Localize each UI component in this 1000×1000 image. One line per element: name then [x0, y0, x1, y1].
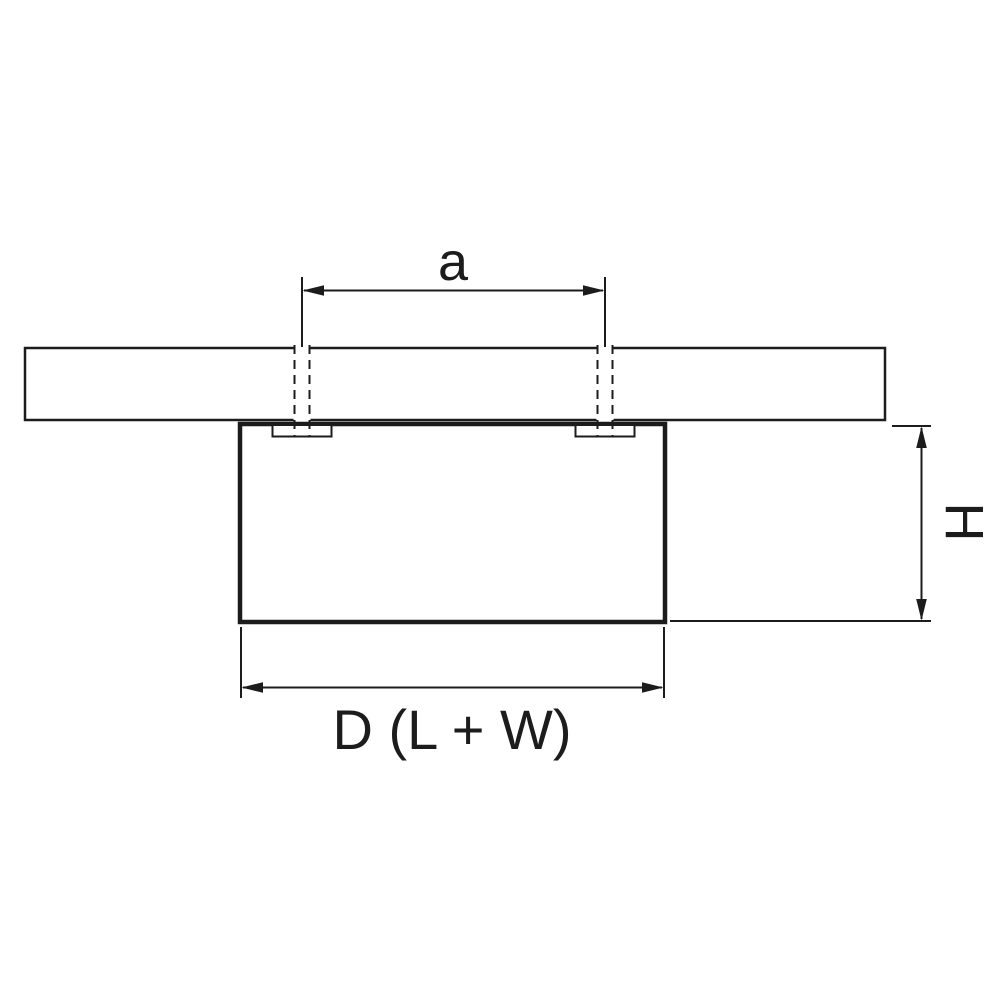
arrowhead-left: [302, 285, 324, 296]
dimension-d: D (L + W): [240, 627, 665, 761]
dimension-h: H: [670, 425, 994, 622]
dimension-d-label: D (L + W): [332, 698, 571, 761]
arrowhead-right: [642, 682, 664, 693]
arrowhead-top: [916, 426, 927, 448]
mounting-bracket-right: [574, 424, 636, 438]
arrowhead-bottom: [916, 599, 927, 621]
ceiling-slab: [23, 346, 887, 422]
dimension-a: a: [301, 232, 606, 347]
dimension-h-label: H: [934, 503, 994, 542]
mounting-hole-right: [596, 345, 614, 423]
mounting-bracket-left: [271, 424, 333, 438]
fixture-body: [237, 421, 668, 625]
dimension-a-label: a: [438, 232, 469, 292]
mounting-hole-left: [293, 345, 311, 423]
arrowhead-left: [241, 682, 263, 693]
arrowhead-right: [583, 285, 605, 296]
mounting-screw-left: [293, 345, 311, 436]
mounting-screw-right: [596, 345, 614, 436]
